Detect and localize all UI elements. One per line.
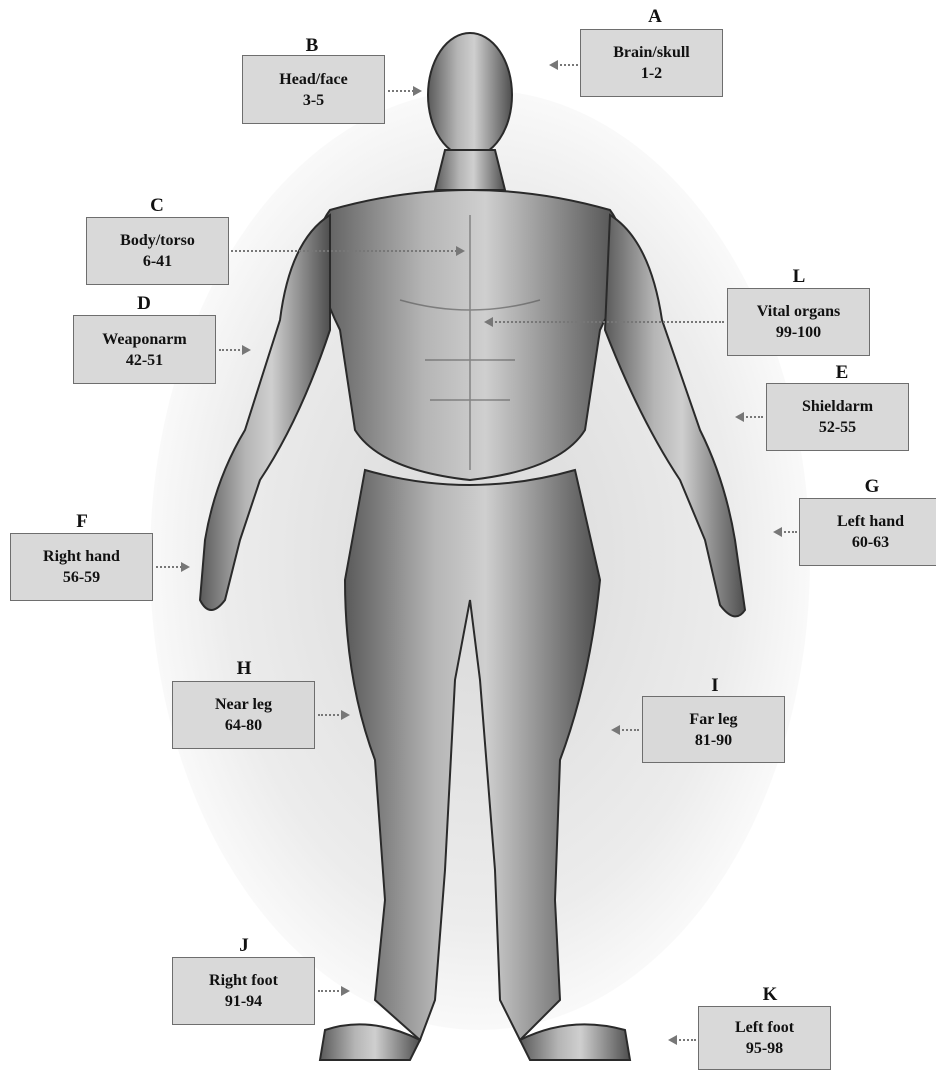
part-name: Right hand — [43, 546, 120, 567]
pointer-i — [615, 729, 639, 731]
part-name: Left foot — [735, 1017, 794, 1038]
pointer-b — [388, 90, 418, 92]
part-range: 91-94 — [225, 991, 262, 1012]
label-box-left-hand: Left hand 60-63 — [799, 498, 936, 566]
part-name: Far leg — [689, 709, 737, 730]
pointer-h — [318, 714, 346, 716]
pointer-f — [156, 566, 186, 568]
pointer-e — [739, 416, 763, 418]
part-range: 64-80 — [225, 715, 262, 736]
label-box-head-face: Head/face 3-5 — [242, 55, 385, 124]
label-box-weaponarm: Weaponarm 42-51 — [73, 315, 216, 384]
label-letter-l: L — [784, 266, 814, 288]
pointer-j — [318, 990, 346, 992]
part-range: 95-98 — [746, 1038, 783, 1059]
pointer-k — [672, 1039, 696, 1041]
part-range: 56-59 — [63, 567, 100, 588]
pointer-d — [219, 349, 247, 351]
label-letter-i: I — [700, 675, 730, 697]
pointer-a — [553, 64, 578, 66]
label-letter-k: K — [755, 984, 785, 1006]
label-letter-a: A — [640, 6, 670, 28]
label-letter-b: B — [297, 35, 327, 57]
label-box-far-leg: Far leg 81-90 — [642, 696, 785, 763]
part-name: Near leg — [215, 694, 272, 715]
label-box-right-hand: Right hand 56-59 — [10, 533, 153, 601]
part-name: Vital organs — [757, 301, 840, 322]
label-letter-c: C — [142, 195, 172, 217]
label-box-right-foot: Right foot 91-94 — [172, 957, 315, 1025]
label-letter-h: H — [229, 658, 259, 680]
label-letter-j: J — [229, 935, 259, 957]
part-range: 81-90 — [695, 730, 732, 751]
label-letter-d: D — [129, 293, 159, 315]
part-name: Weaponarm — [102, 329, 186, 350]
part-range: 99-100 — [776, 322, 821, 343]
part-name: Body/torso — [120, 230, 195, 251]
part-name: Left hand — [837, 511, 904, 532]
pointer-c — [231, 250, 461, 252]
part-range: 1-2 — [641, 63, 662, 84]
label-box-vital-organs: Vital organs 99-100 — [727, 288, 870, 356]
part-name: Brain/skull — [613, 42, 689, 63]
part-range: 6-41 — [143, 251, 172, 272]
part-name: Shieldarm — [802, 396, 873, 417]
label-box-brain-skull: Brain/skull 1-2 — [580, 29, 723, 97]
part-range: 3-5 — [303, 90, 324, 111]
part-name: Right foot — [209, 970, 278, 991]
label-letter-e: E — [827, 362, 857, 384]
label-box-near-leg: Near leg 64-80 — [172, 681, 315, 749]
label-letter-f: F — [67, 511, 97, 533]
label-box-body-torso: Body/torso 6-41 — [86, 217, 229, 285]
part-name: Head/face — [279, 69, 347, 90]
part-range: 60-63 — [852, 532, 889, 553]
label-box-shieldarm: Shieldarm 52-55 — [766, 383, 909, 451]
part-range: 52-55 — [819, 417, 856, 438]
part-range: 42-51 — [126, 350, 163, 371]
label-letter-g: G — [857, 476, 887, 498]
label-box-left-foot: Left foot 95-98 — [698, 1006, 831, 1070]
pointer-l — [488, 321, 724, 323]
pointer-g — [777, 531, 797, 533]
